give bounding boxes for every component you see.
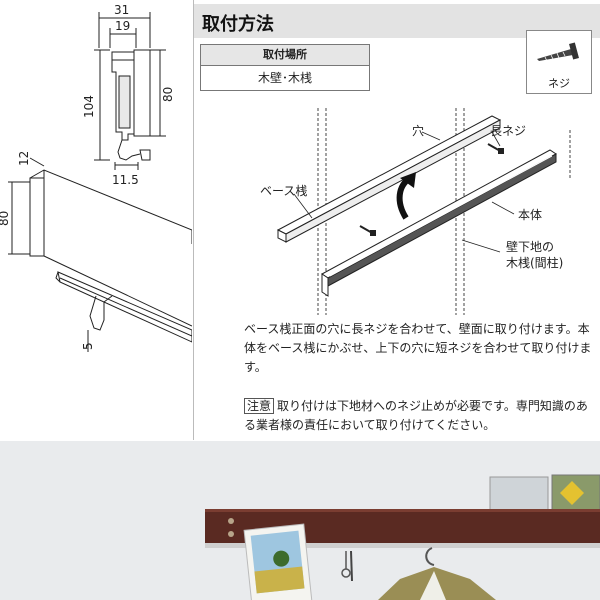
dim-side-height: 80: [0, 211, 11, 226]
dim-top-inner: 19: [115, 19, 130, 33]
dim-hook-width: 11.5: [112, 173, 139, 187]
dim-board-height: 80: [161, 87, 175, 102]
install-method-panel: 取付方法 取付場所 木壁･木桟 ネジ: [193, 0, 600, 440]
callout-stud-line1: 壁下地の: [506, 240, 555, 254]
note-tag: 注意: [244, 398, 275, 414]
dim-top-total: 31: [114, 3, 129, 17]
product-photo: [0, 441, 600, 600]
photo-illustration: [0, 441, 600, 600]
screw-icon: [537, 42, 579, 62]
install-title: 取付方法: [202, 14, 274, 35]
location-header: 取付場所: [201, 45, 369, 66]
instructions-text: ベース桟正面の穴に長ネジを合わせて、壁面に取り付けます。本体をベース桟にかぶせ、…: [244, 322, 592, 374]
callout-long-screw: 長ネジ: [490, 124, 527, 138]
callout-hole: 穴: [412, 124, 425, 138]
screw-label: ネジ: [548, 77, 570, 90]
dim-hook-drop: 5: [81, 342, 95, 350]
callout-stud-line2: 木桟(間柱): [506, 256, 564, 270]
callout-base-rail: ベース桟: [260, 184, 308, 198]
profile-drawing: 31 19 104 80 11.5: [0, 3, 193, 352]
installation-illustration: [276, 108, 571, 315]
location-value: 木壁･木桟: [257, 71, 312, 85]
dim-height-total: 104: [82, 95, 96, 118]
technical-drawing-panel: 31 19 104 80 11.5: [0, 0, 193, 440]
callout-body: 本体: [518, 208, 543, 222]
screw-box: ネジ: [526, 30, 592, 94]
note-block: 注意取り付けは下地材へのネジ止めが必要です。専門知識のある業者様の責任において取…: [244, 397, 594, 435]
location-table: 取付場所 木壁･木桟: [200, 44, 370, 91]
note-text: 取り付けは下地材へのネジ止めが必要です。専門知識のある業者様の責任において取り付…: [244, 399, 588, 432]
dim-board-thickness: 12: [17, 151, 31, 166]
